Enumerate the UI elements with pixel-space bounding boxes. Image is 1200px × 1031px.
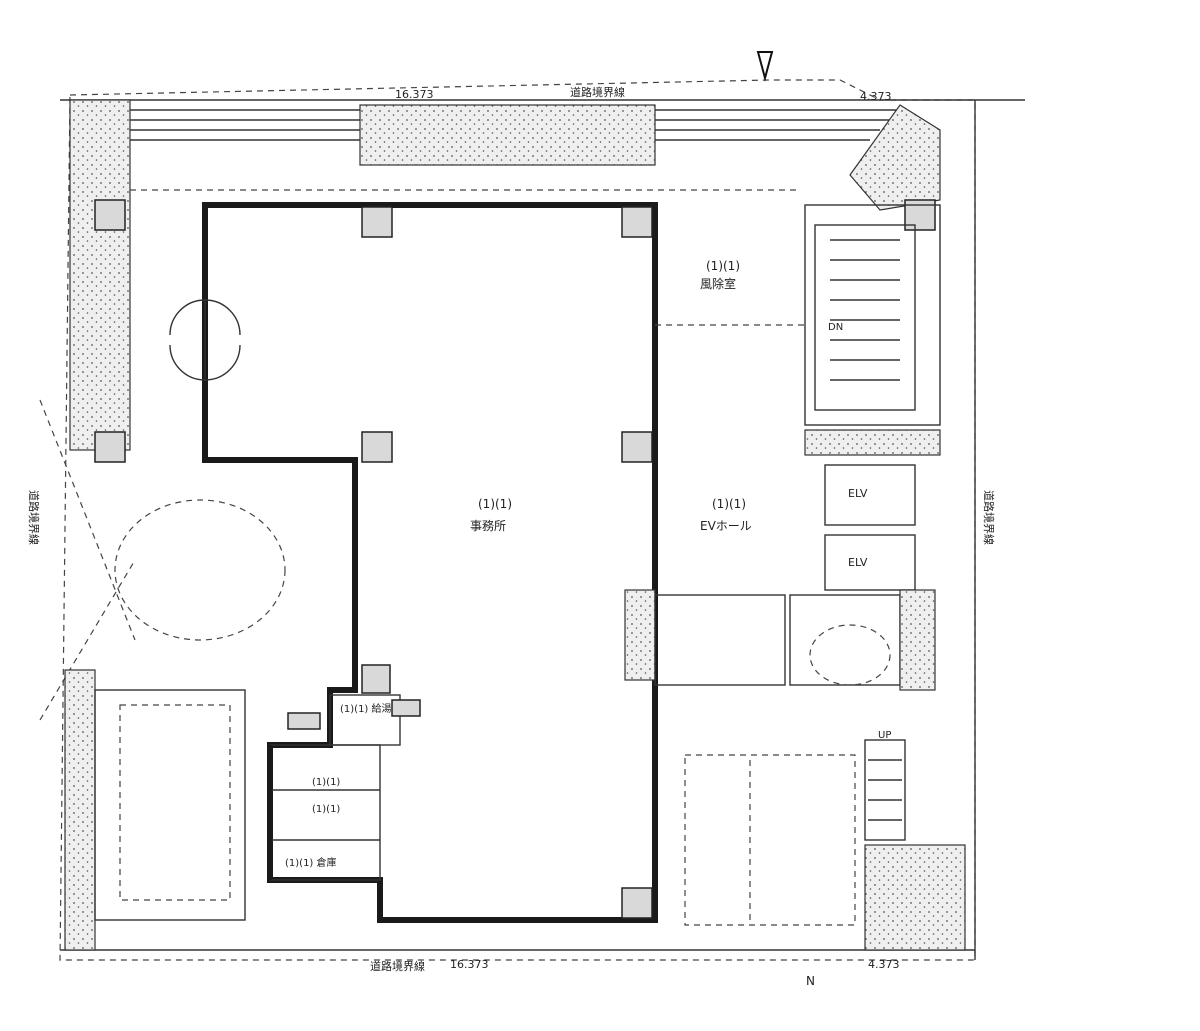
- street-top: 道路境界線: [570, 85, 625, 99]
- north-label: N: [806, 974, 815, 988]
- kitchen-label: (1)(1) 給湯: [340, 702, 392, 715]
- elevator-1-label: ELV: [848, 487, 868, 500]
- office-outline: [202, 202, 658, 923]
- ev-hall-zone: [624, 204, 941, 691]
- dim-top-left: 16.373: [395, 88, 434, 101]
- bottom-right-zone: [684, 739, 966, 951]
- anteroom-name: 風除室: [700, 276, 736, 291]
- office-room-label: (1)(1): [478, 497, 512, 511]
- elevator-2-label: ELV: [848, 556, 868, 569]
- entrance-area: [39, 299, 286, 951]
- dim-bottom-center: 16.373: [450, 958, 489, 971]
- structural-columns: [94, 199, 936, 919]
- top-canopy: [69, 99, 941, 451]
- wc-1-label: (1)(1): [312, 777, 340, 788]
- dim-top-right: 4.373: [860, 90, 892, 103]
- service-core: [268, 694, 421, 881]
- stair-dn-label: DN: [828, 322, 843, 333]
- street-right: 道路境界線: [982, 490, 996, 545]
- street-left: 道路境界線: [27, 490, 41, 545]
- dim-bottom-right: 4.373: [868, 958, 900, 971]
- ev-hall-name: EVホール: [700, 519, 752, 533]
- wc-2-label: (1)(1): [312, 804, 340, 815]
- stair-up-label: UP: [878, 730, 891, 741]
- storage-label: (1)(1) 倉庫: [285, 856, 337, 869]
- site-boundary: [59, 79, 1025, 961]
- office-room-name: 事務所: [470, 519, 506, 533]
- north-arrow: [756, 51, 774, 82]
- ev-hall-label: (1)(1): [712, 497, 746, 511]
- anteroom-label: (1)(1): [706, 259, 740, 273]
- street-bottom: 道路境界線: [370, 959, 425, 973]
